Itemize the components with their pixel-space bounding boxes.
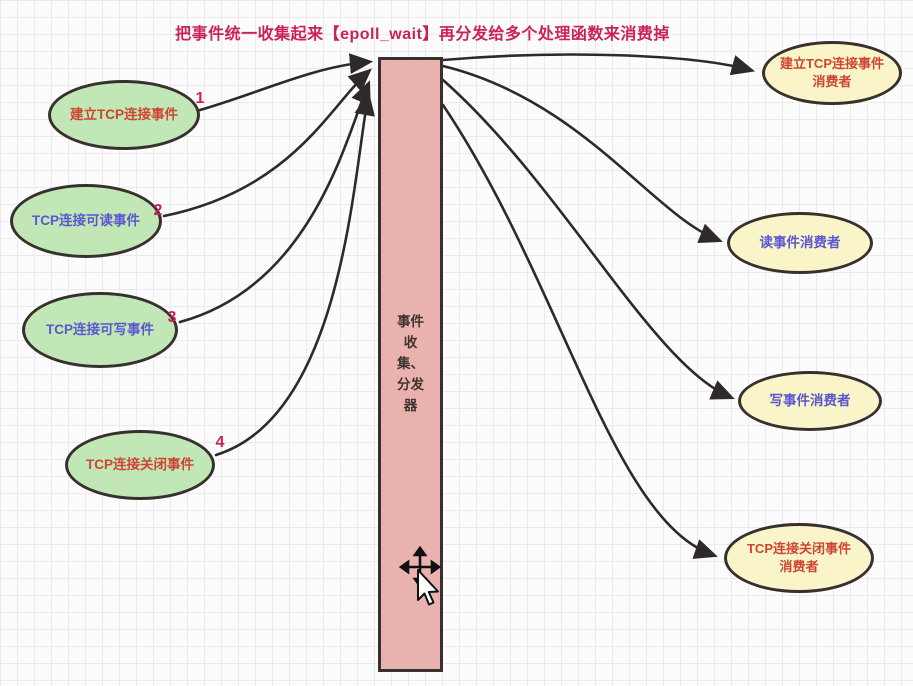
producer-label: TCP连接关闭事件 (86, 456, 194, 472)
sequence-number-2: 2 (153, 202, 163, 219)
consumer-node-write-event: 写事件消费者 (738, 371, 882, 431)
dispatcher-label: 事件 收 集、 分发 器 (397, 314, 424, 413)
producer-node-tcp-writable-event: TCP连接可写事件 (22, 292, 178, 368)
arrow-dispatcher-to-consumer-3 (441, 78, 735, 400)
diagram-title: 把事件统一收集起来【epoll_wait】再分发给多个处理函数来消费掉 (175, 26, 670, 43)
sequence-number-1: 1 (195, 90, 205, 107)
consumer-node-read-event: 读事件消费者 (727, 212, 873, 274)
producer-label: TCP连接可读事件 (32, 212, 140, 228)
consumer-label: 读事件消费者 (759, 234, 841, 250)
consumer-label: 写事件消费者 (769, 392, 851, 408)
consumer-label: 建立TCP连接事件 消费者 (779, 56, 884, 89)
producer-node-tcp-close-event: TCP连接关闭事件 (65, 430, 215, 500)
sequence-number-4: 4 (215, 434, 225, 451)
move-cursor-icon (398, 545, 450, 621)
arrow-producer-1-to-dispatcher (198, 53, 374, 112)
producer-label: TCP连接可写事件 (46, 321, 154, 337)
sequence-number-3: 3 (167, 309, 177, 326)
arrow-dispatcher-to-consumer-4 (441, 103, 718, 559)
consumer-node-tcp-connect-event: 建立TCP连接事件 消费者 (762, 41, 902, 105)
arrow-producer-4-to-dispatcher (214, 91, 375, 457)
consumer-node-tcp-close-event: TCP连接关闭事件 消费者 (724, 523, 874, 593)
producer-label: 建立TCP连接事件 (70, 106, 178, 122)
arrow-dispatcher-to-consumer-2 (441, 64, 723, 243)
producer-node-tcp-readable-event: TCP连接可读事件 (10, 184, 162, 258)
producer-node-tcp-connect-event: 建立TCP连接事件 (48, 80, 200, 150)
arrow-dispatcher-to-consumer-1 (441, 53, 756, 76)
consumer-label: TCP连接关闭事件 消费者 (746, 541, 851, 574)
